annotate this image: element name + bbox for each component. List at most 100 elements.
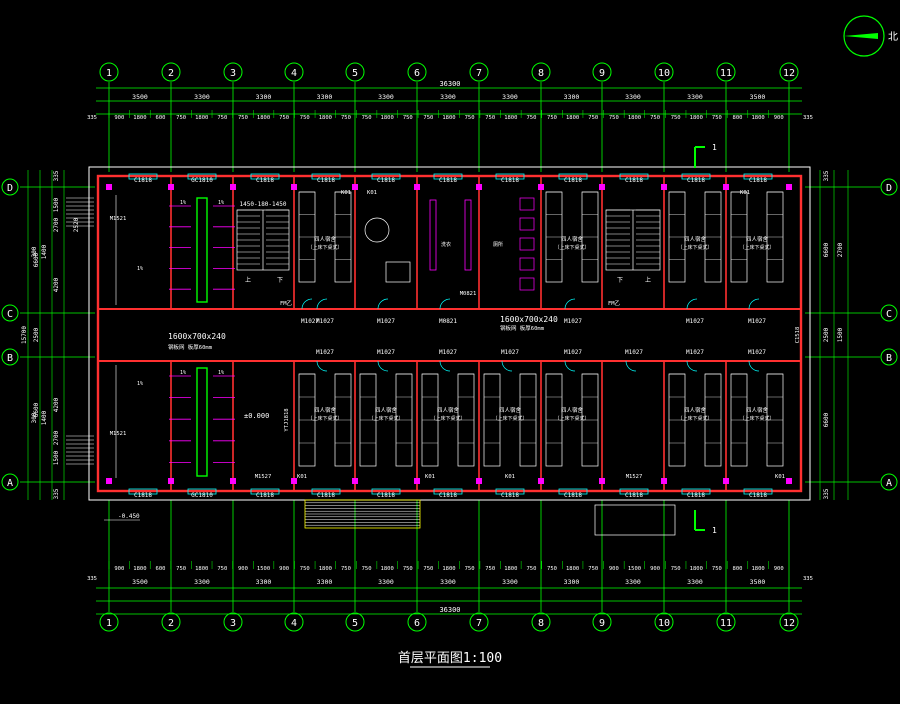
fire-door-label-west: FM乙 <box>280 300 293 307</box>
axis-bubble-left <box>1 473 19 491</box>
door-label-south: M1027 <box>564 349 582 356</box>
door-label-south: M1027 <box>625 349 643 356</box>
axis-bubble-right <box>880 348 898 366</box>
window-label-south: C1818 <box>134 492 152 499</box>
wash-slope-west: 1% <box>137 266 143 272</box>
kd-label: K01 <box>775 474 785 480</box>
column-north <box>414 184 420 190</box>
dim-bay-bottom: 3300 <box>378 578 394 586</box>
dim-detail-bottom: 900 <box>279 566 289 572</box>
dim-detail-top: 750 <box>671 115 681 121</box>
room-layer <box>66 173 784 536</box>
window-south <box>743 488 773 495</box>
wall-layer <box>88 166 811 501</box>
axis-label-top: 1 <box>106 68 112 79</box>
dim-bay-top: 3300 <box>256 93 272 101</box>
door-swing-north <box>316 298 328 310</box>
axis-bubble-bottom <box>99 612 119 632</box>
dorm-south-label: 四人宿舍 <box>375 406 398 414</box>
dim-detail-top: 750 <box>465 115 475 121</box>
north-pointer <box>844 33 878 39</box>
axis-bubble-left <box>1 348 19 366</box>
dim-detail-top: 750 <box>217 115 227 121</box>
dim-side-right: 335 <box>823 170 830 181</box>
column-south <box>414 478 420 484</box>
window-label-south: C1818 <box>501 492 519 499</box>
axis-label-left: C <box>7 309 13 320</box>
door-swing-south <box>564 360 576 372</box>
column-north <box>599 184 605 190</box>
door-swing-north <box>748 298 760 310</box>
stair-down-label: 下 <box>277 277 283 284</box>
dim-detail-top: 1800 <box>566 115 579 121</box>
dorm-north-label: 四人宿舍 <box>561 235 584 243</box>
axis-label-bottom: 8 <box>538 618 544 629</box>
column-north <box>291 184 297 190</box>
door-swing-south <box>686 360 698 372</box>
duct-north <box>429 199 437 271</box>
dim-detail-bottom: 750 <box>671 566 681 572</box>
axis-bubble-bottom <box>223 612 243 632</box>
axis-bubble-bottom <box>345 612 365 632</box>
axis-label-top: 3 <box>230 68 236 79</box>
column-north <box>230 184 236 190</box>
window-label-north: C1818 <box>749 177 767 184</box>
dim-side-left: 6600 <box>33 402 40 417</box>
door-swing-south <box>377 360 389 372</box>
door-label-south: M1027 <box>748 349 766 356</box>
drawing-title: 首层平面图1:100 <box>398 651 502 666</box>
dim-bay-bottom: 3300 <box>194 578 210 586</box>
door-label-north: M1027 <box>301 318 319 325</box>
wash-south-pipe <box>196 367 208 477</box>
dim-detail-top: 750 <box>588 115 598 121</box>
door-swing-north <box>439 298 451 310</box>
dim-detail-top: 750 <box>403 115 413 121</box>
dorm-south-label2: （上床下桌式） <box>677 415 712 422</box>
window-north <box>495 173 525 180</box>
column-south <box>230 478 236 484</box>
kd-label: K01 <box>425 474 435 480</box>
dorm-south-label2: （上床下桌式） <box>430 415 465 422</box>
front-step-outline <box>304 499 421 529</box>
window-south <box>558 488 588 495</box>
window-north <box>558 173 588 180</box>
axis-bubble-top <box>345 62 365 82</box>
dim-bay-top: 3300 <box>194 93 210 101</box>
door-label-north: M1027 <box>748 318 766 325</box>
dim-detail-top: 750 <box>238 115 248 121</box>
dim-side-left: 1500 <box>53 450 60 465</box>
dim-side-left: 335 <box>53 488 60 499</box>
dorm-south-label: 四人宿舍 <box>314 406 337 414</box>
squat-toilet <box>519 237 535 251</box>
axis-label-top: 8 <box>538 68 544 79</box>
dorm-north-label2: （上床下桌式） <box>307 244 342 251</box>
axis-bubble-bottom <box>716 612 736 632</box>
dim-detail-top: 600 <box>156 115 166 121</box>
dim-side-left: 15700 <box>21 326 28 344</box>
window-north <box>619 173 649 180</box>
exterior-wall <box>96 174 803 493</box>
door-swing-north <box>686 298 698 310</box>
axis-label-right: C <box>886 309 892 320</box>
dim-bay-bottom: 3500 <box>750 578 766 586</box>
dim-detail-bottom: 750 <box>485 566 495 572</box>
north-arrow: 北 <box>843 15 898 57</box>
axis-bubble-left <box>1 178 19 196</box>
dim-detail-top: 1800 <box>690 115 703 121</box>
round-table-icon <box>364 217 390 243</box>
axis-bubble-top <box>531 62 551 82</box>
dim-detail-top: 1800 <box>628 115 641 121</box>
column-north <box>538 184 544 190</box>
axis-bubble-top <box>223 62 243 82</box>
axis-bubble-top <box>161 62 181 82</box>
column-north <box>168 184 174 190</box>
kd-label: K01 <box>341 190 351 196</box>
column-south <box>106 478 112 484</box>
axis-label-bottom: 7 <box>476 618 482 629</box>
door-label-south: M1027 <box>686 349 704 356</box>
axis-label-top: 9 <box>599 68 605 79</box>
wash-north-pipe <box>196 197 208 303</box>
dim-detail-bottom: 900 <box>238 566 248 572</box>
corridor-sub-right: 钢板网 板厚60mm <box>500 324 545 332</box>
wash-south-slope: 1% <box>180 370 186 376</box>
